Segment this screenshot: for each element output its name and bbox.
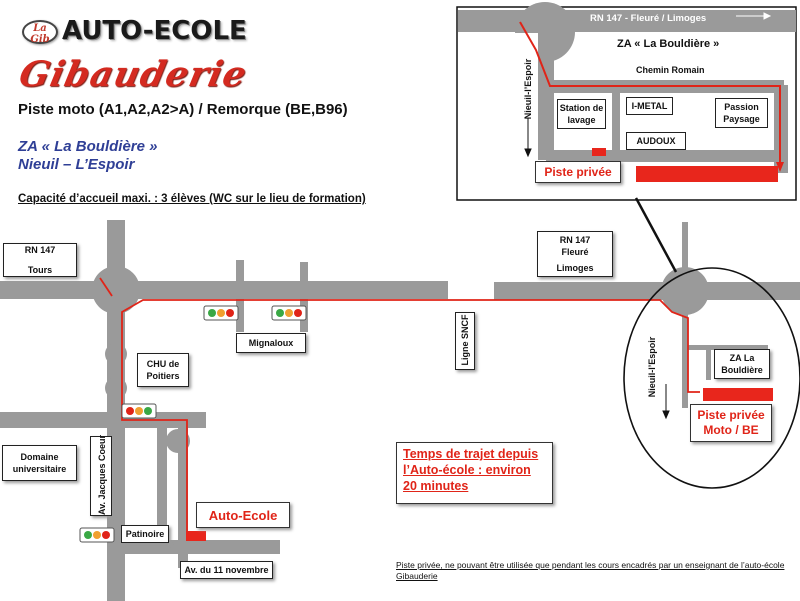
za-line2: Bouldière xyxy=(721,365,763,375)
inset-building-imetal-text: I-METAL xyxy=(631,101,668,111)
campus-label: Domaine universitaire xyxy=(2,445,77,481)
main-track-line2: Moto / BE xyxy=(703,423,759,437)
inset-label-nieuil: Nieuil-l’Espoir xyxy=(523,58,533,120)
roundabout-small-2 xyxy=(105,377,127,399)
inset-track-marker xyxy=(592,148,606,156)
campus-line1: Domaine xyxy=(20,452,59,462)
patinoire-text: Patinoire xyxy=(125,529,165,539)
logo-script: Gibauderie xyxy=(15,54,251,95)
za-line1: ZA La xyxy=(729,353,755,363)
zoom-circle xyxy=(623,267,800,489)
avenue-11-label: Av. du 11 novembre xyxy=(180,561,273,579)
mignaloux-text: Mignaloux xyxy=(248,338,294,348)
east-north-road xyxy=(682,222,688,292)
inset-label-chemin: Chemin Romain xyxy=(636,65,705,75)
logo-title: AUTO-ECOLE xyxy=(62,16,247,46)
nieuil-text: Nieuil-l’Espoir xyxy=(647,336,657,398)
chu-line1: CHU de xyxy=(146,359,180,369)
chu-label: CHU de Poitiers xyxy=(137,353,189,387)
school-text: Auto-Ecole xyxy=(208,507,278,523)
main-private-track xyxy=(703,388,773,401)
avenue-11-text: Av. du 11 novembre xyxy=(184,565,269,575)
inset-route-arrowhead xyxy=(776,162,784,172)
private-track-footnote: Piste privée, ne pouvant être utilisée q… xyxy=(396,560,785,581)
roundabout-west xyxy=(92,266,140,314)
inset-track-label: Piste privée xyxy=(535,161,621,183)
main-arrow-down-icon xyxy=(662,410,670,420)
route-stub xyxy=(99,277,113,297)
main-roads xyxy=(0,220,800,601)
jacques-coeur-text: Av. Jacques Coeur xyxy=(97,434,107,515)
logo-badge: La Gib xyxy=(22,20,58,45)
school-marker xyxy=(186,531,206,541)
side-road-1 xyxy=(236,260,244,332)
rn147-road-east xyxy=(494,282,800,300)
school-road xyxy=(178,418,188,568)
inset-building-paysage-text: Passion Paysage xyxy=(723,102,760,124)
traffic-light-icon xyxy=(271,305,307,321)
inset-building-paysage: Passion Paysage xyxy=(715,98,768,128)
chu-line2: Poitiers xyxy=(146,371,180,381)
main-track-line1: Piste privée xyxy=(697,408,765,422)
travel-time-box: Temps de trajet depuis l’Auto-école : en… xyxy=(396,442,553,504)
jacques-coeur-road xyxy=(157,412,167,542)
travel-time-line2: l’Auto-école : environ xyxy=(403,463,531,477)
inset-arrow-right-icon xyxy=(763,12,772,20)
inset-label-rn147: RN 147 - Fleuré / Limoges xyxy=(590,13,707,24)
nieuil-road xyxy=(682,298,688,408)
rn147-east-line3: Limoges xyxy=(556,263,594,273)
inset-building-lavage-text: Station de lavage xyxy=(559,103,604,125)
patinoire-label: Patinoire xyxy=(121,525,169,543)
railway-gap xyxy=(466,265,476,325)
avenue-11-road xyxy=(125,540,280,554)
inset-label-zone: ZA « La Bouldière » xyxy=(617,38,720,50)
traffic-light-icon xyxy=(121,403,157,419)
railway-label xyxy=(455,312,475,370)
mignaloux-label: Mignaloux xyxy=(236,333,306,353)
za-access-road xyxy=(688,345,768,350)
inset-building-audoux-text: AUDOUX xyxy=(636,136,676,146)
za-label: ZA La Bouldière xyxy=(714,349,770,379)
capacity-note: Capacité d’accueil maxi. : 3 élèves (WC … xyxy=(18,193,366,205)
traffic-light-icon xyxy=(203,305,239,321)
rn147-west-line1: RN 147 xyxy=(24,245,56,255)
inset-mask xyxy=(458,33,538,199)
inset-road-nieuil xyxy=(538,40,554,160)
route-line xyxy=(121,299,700,537)
school-label: Auto-Ecole xyxy=(196,502,290,528)
inset-route-line xyxy=(519,21,781,166)
traffic-light-icon xyxy=(79,527,115,543)
inset-arrow-down-icon xyxy=(524,148,532,158)
rn147-east-line1: RN 147 xyxy=(559,235,591,245)
zone-line: ZA « La Bouldière » xyxy=(18,138,158,155)
main-route xyxy=(99,277,700,537)
side-road-2 xyxy=(300,262,308,332)
inset-building-audoux: AUDOUX xyxy=(626,132,686,150)
rn147-west-line2: Tours xyxy=(27,265,53,275)
rn147-road-west xyxy=(0,281,448,299)
campus-line2: universitaire xyxy=(12,464,67,474)
page-subtitle: Piste moto (A1,A2,A2>A) / Remorque (BE,B… xyxy=(18,101,348,118)
inset-route xyxy=(519,21,781,166)
roundabout-small-3 xyxy=(166,429,190,453)
inset-building-imetal: I-METAL xyxy=(626,97,673,115)
zoom-connector xyxy=(634,197,678,273)
railway-text: Ligne SNCF xyxy=(460,314,470,366)
travel-time-line3: 20 minutes xyxy=(403,479,469,493)
inset-road-inner xyxy=(612,93,620,151)
inset-private-track xyxy=(636,166,778,182)
travel-time-line1: Temps de trajet depuis xyxy=(403,447,539,461)
za-inner-road xyxy=(706,350,711,380)
rn147-east-line2: Fleuré xyxy=(561,247,589,257)
roundabout-small-1 xyxy=(105,343,127,365)
place-line: Nieuil – L’Espoir xyxy=(18,156,135,173)
traffic-lights xyxy=(79,305,307,543)
inset-track-label-text: Piste privée xyxy=(544,164,612,179)
main-track-label: Piste privée Moto / BE xyxy=(690,404,772,442)
jacques-coeur-label xyxy=(90,436,112,516)
rn147-west-label: RN 147 Tours xyxy=(3,243,77,277)
rn147-east-label: RN 147 Fleuré Limoges xyxy=(537,231,613,277)
inset-building-lavage: Station de lavage xyxy=(557,99,606,129)
